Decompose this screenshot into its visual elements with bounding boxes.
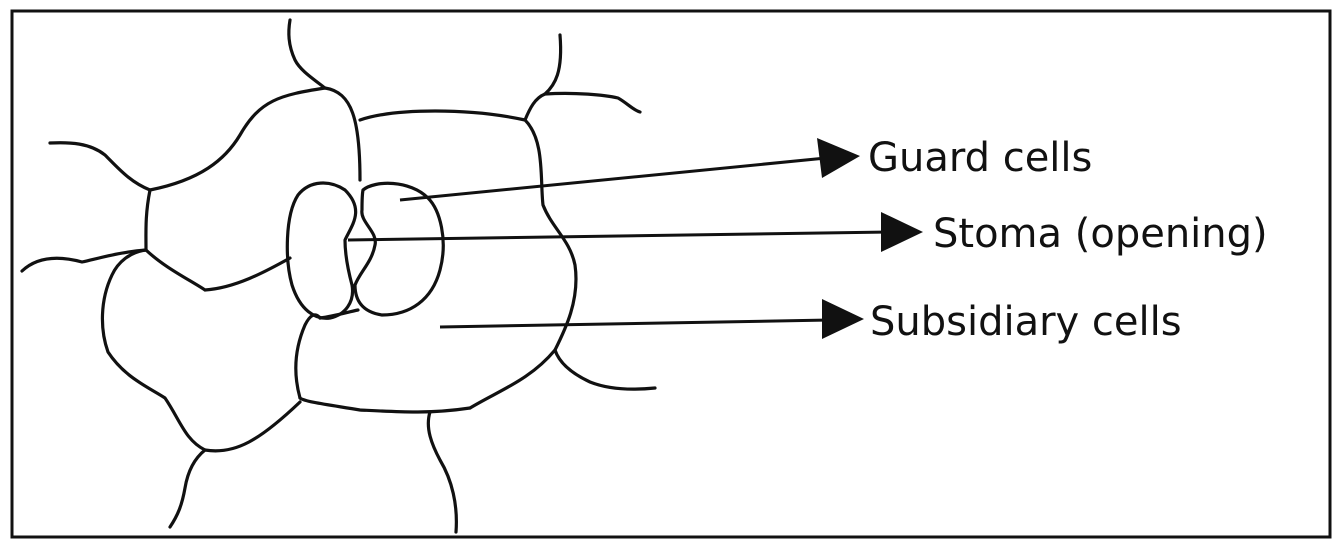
label-stoma: Stoma (opening) <box>933 211 1268 257</box>
cell-wall <box>20 248 148 273</box>
cell-wall <box>144 188 152 252</box>
cell-wall <box>144 248 292 292</box>
diagram-frame <box>10 9 1332 539</box>
guard-cell-right <box>353 181 445 317</box>
arrow-head <box>881 212 923 252</box>
epidermal-cell <box>100 248 302 453</box>
cell-wall <box>553 348 657 391</box>
arrow-head <box>822 299 864 339</box>
epidermal-cell <box>148 86 362 192</box>
arrow-guard-cells <box>399 138 860 202</box>
cell-wall <box>543 91 642 114</box>
epidermal-cells <box>20 18 657 534</box>
cell-wall <box>426 410 458 534</box>
arrow-subsidiary-cells <box>439 299 864 339</box>
cell-wall <box>168 448 207 529</box>
cell-wall <box>523 33 563 122</box>
cell-wall <box>287 18 327 90</box>
cell-wall <box>294 313 322 400</box>
label-subsidiary-cells: Subsidiary cells <box>870 299 1182 345</box>
cell-wall <box>298 396 472 414</box>
label-guard-cells: Guard cells <box>868 135 1092 181</box>
arrow-stoma <box>347 212 923 252</box>
arrow-head <box>817 138 860 178</box>
guard-cell-left <box>285 181 358 320</box>
cell-wall <box>48 141 152 192</box>
epidermal-cell <box>358 109 578 410</box>
